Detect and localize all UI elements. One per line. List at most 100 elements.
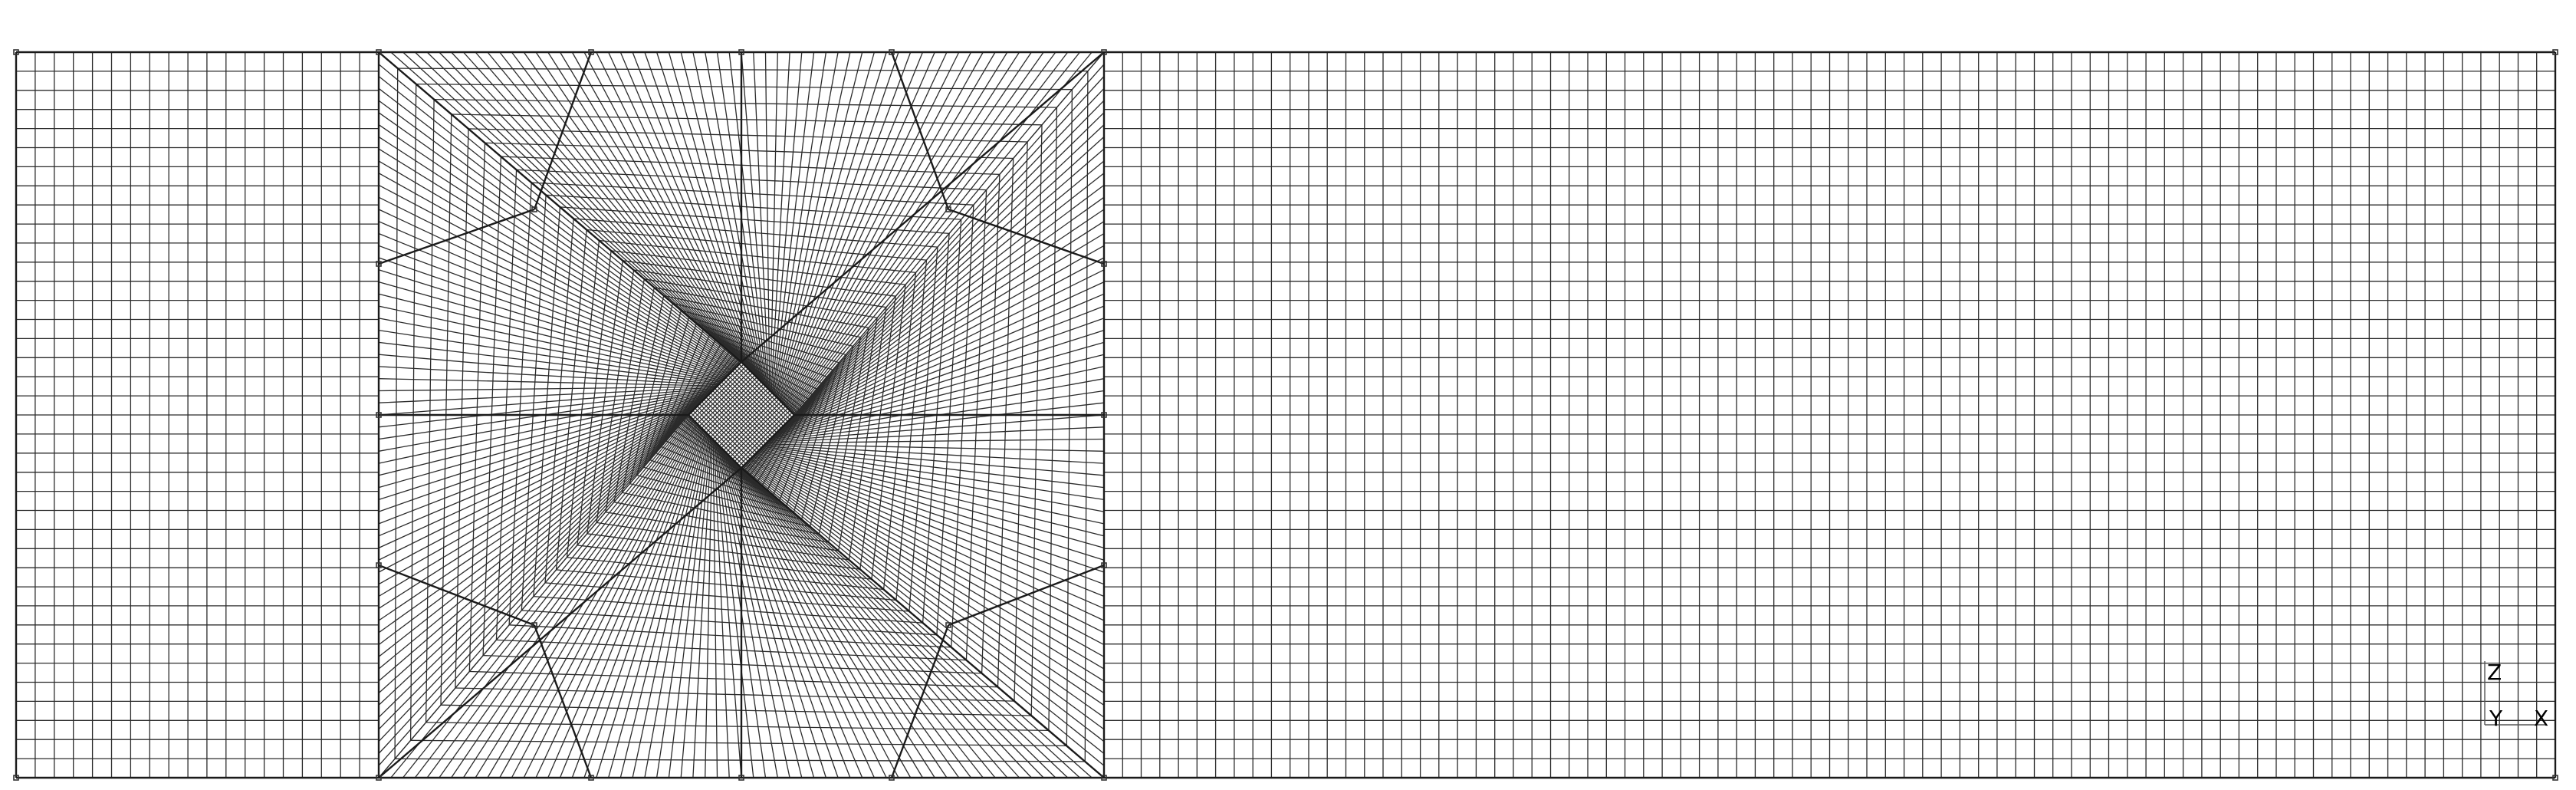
ring-line [951,205,974,647]
ring-line [605,512,839,551]
ring-line [482,156,502,656]
ring-line [670,344,721,436]
ring-line [757,398,809,482]
ring-line [749,406,803,476]
ring-line [681,310,846,356]
block-edge-line [948,564,1105,627]
block-edge-line [741,361,795,416]
ring-line [649,459,787,507]
ring-line [544,218,574,583]
axis-y-label: Y [2489,706,2503,731]
ring-line [586,533,860,570]
ring-line [997,158,1014,687]
block-edge-line [688,361,742,416]
ring-line [596,269,635,523]
ring-line [838,318,878,551]
ring-line [544,582,909,612]
ring-line [720,344,813,395]
ring-line [681,423,751,476]
ring-line [909,247,938,612]
ring-line [965,189,987,660]
upstream-block-grid [15,51,380,778]
ring-line [555,229,587,570]
block-edge-line [378,564,535,627]
vertex-marker [738,49,744,55]
ring-line [586,260,623,534]
vertex-marker [889,775,895,781]
ring-line [1048,107,1058,731]
ring-line [655,329,704,453]
block-edge-line [890,624,950,778]
ring-line [508,183,532,625]
ring-line [483,654,982,674]
vertex-marker [889,49,895,55]
block-edge-line [378,467,742,778]
vertex-marker [588,49,594,55]
vertex-marker [1101,412,1107,418]
ring-line [895,260,928,601]
ring-line [622,492,820,535]
ring-line [521,610,937,636]
ring-line [761,393,813,486]
ring-line [732,354,802,407]
ring-line [516,169,987,191]
block-edge-line [890,51,950,210]
ring-line [809,346,854,527]
ring-line [703,328,827,377]
vertex-marker [2552,775,2558,781]
ring-line [724,347,809,400]
ring-line [818,337,862,535]
ring-line [981,174,1001,673]
core-grid-line [690,412,744,466]
ring-line [674,347,726,432]
vertex-marker [2552,49,2558,55]
vertex-marker [1101,261,1107,267]
core-grid-line [695,407,749,462]
ring-line [786,370,833,507]
ring-line [656,453,780,502]
ring-line [696,323,833,370]
ring-line [661,446,774,495]
ring-line [715,339,817,390]
axes-triad: Z Y X [2484,660,2548,731]
block-edges [15,51,2557,779]
ring-line [629,482,810,528]
ring-line [425,99,435,723]
ring-line [440,114,452,706]
ring-line [521,195,547,611]
ring-line [643,466,794,513]
ring-line [596,522,849,561]
block-edge-line [948,208,1105,265]
ring-line [577,545,872,580]
ring-line [680,354,734,424]
ring-line [643,317,690,468]
ring-line [629,303,674,484]
vertex-marker [376,49,382,55]
ring-line [871,285,906,580]
ring-line [674,430,758,482]
core-grid-line [734,407,788,462]
ring-line [611,250,906,285]
ring-line [859,296,896,570]
ring-line [800,354,846,520]
ring-line [394,68,399,759]
ring-line [577,250,612,545]
block-edge-line [533,624,593,778]
ring-line [672,302,853,347]
ring-line [661,334,711,447]
ring-line [469,670,998,688]
ring-line [1084,71,1089,762]
ring-line [440,704,1032,716]
core-grid-line [692,410,747,464]
vertex-marker [531,622,537,628]
ring-line [636,310,682,476]
vertex-marker [1101,49,1107,55]
ring-line [409,84,417,741]
vertex-marker [1101,562,1107,568]
ring-line [644,278,878,318]
core-grid-line [738,412,793,466]
ring-line [397,67,1088,72]
ring-line [533,595,923,624]
ring-line [573,218,938,248]
